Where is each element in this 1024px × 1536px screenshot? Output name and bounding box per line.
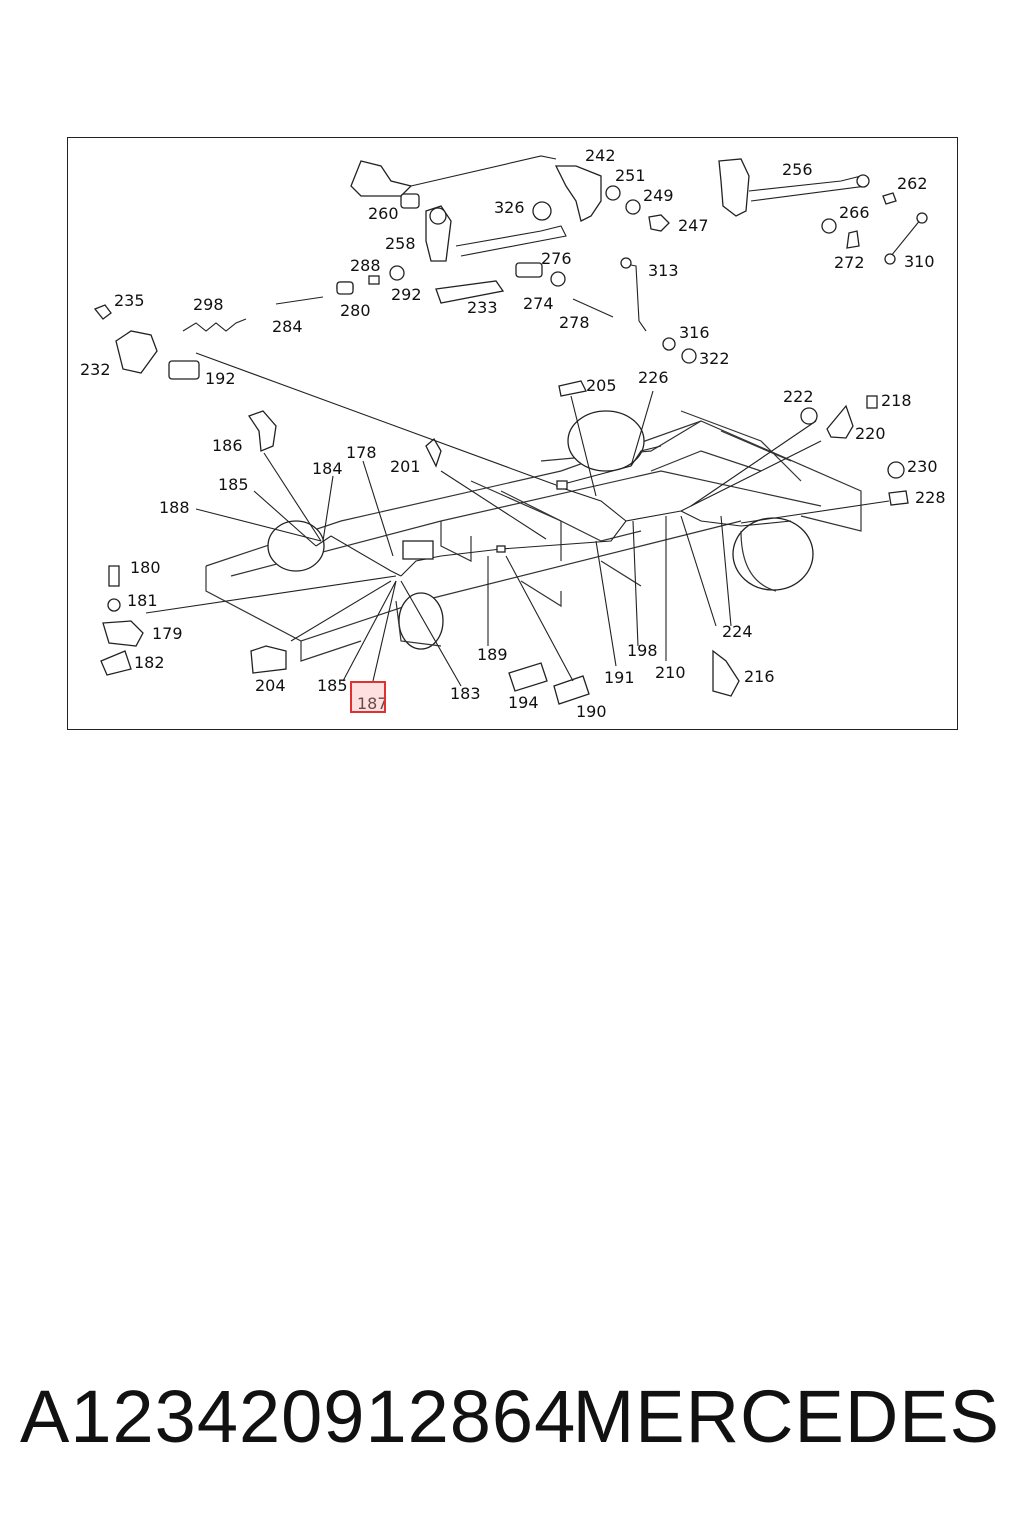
leader-lines [145,352,890,687]
callout-labels: 242 251 249 256 262 260 326 247 266 258 … [80,146,946,721]
callout-230: 230 [907,457,938,476]
callout-274: 274 [523,294,554,313]
callout-258: 258 [385,234,416,253]
part-number-text: A123420912864 [20,1375,577,1458]
callout-280: 280 [340,301,371,320]
callout-235: 235 [114,291,145,310]
callout-184: 184 [312,459,343,478]
callout-262: 262 [897,174,928,193]
linkage-parts-drawing [93,155,928,705]
callout-205: 205 [586,376,617,395]
callout-272: 272 [834,253,865,272]
callout-226: 226 [638,368,669,387]
callout-260: 260 [368,204,399,223]
callout-298: 298 [193,295,224,314]
callout-186: 186 [212,436,243,455]
callout-256: 256 [782,160,813,179]
callout-266: 266 [839,203,870,222]
brake-lines-drawing [315,440,822,577]
callout-222: 222 [783,387,814,406]
callout-194: 194 [508,693,539,712]
callout-198: 198 [627,641,658,660]
callout-292: 292 [391,285,422,304]
callout-326: 326 [494,198,525,217]
callout-224: 224 [722,622,753,641]
callout-181: 181 [127,591,158,610]
callout-242: 242 [585,146,616,165]
callout-310: 310 [904,252,935,271]
callout-190: 190 [576,702,607,721]
callout-251: 251 [615,166,646,185]
callout-204: 204 [255,676,286,695]
callout-180: 180 [130,558,161,577]
parts-diagram-frame: 242 251 249 256 262 260 326 247 266 258 … [67,137,958,730]
callout-249: 249 [643,186,674,205]
callout-191: 191 [604,668,635,687]
callout-210: 210 [655,663,686,682]
highlighted-part-marker [350,681,386,713]
callout-192: 192 [205,369,236,388]
callout-187: 187 [357,694,388,713]
callout-216: 216 [744,667,775,686]
callout-316: 316 [679,323,710,342]
callout-247: 247 [678,216,709,235]
callout-178: 178 [346,443,377,462]
callout-189: 189 [477,645,508,664]
callout-228: 228 [915,488,946,507]
callout-185b: 185 [317,676,348,695]
callout-179: 179 [152,624,183,643]
callout-185a: 185 [218,475,249,494]
callout-284: 284 [272,317,303,336]
callout-313: 313 [648,261,679,280]
callout-182: 182 [134,653,165,672]
callout-188: 188 [159,498,190,517]
callout-232: 232 [80,360,111,379]
callout-288: 288 [350,256,381,275]
callout-276: 276 [541,249,572,268]
callout-183: 183 [450,684,481,703]
brand-text: MERCEDES [572,1375,1000,1458]
callout-278: 278 [559,313,590,332]
callout-218: 218 [881,391,912,410]
callout-322: 322 [699,349,730,368]
parts-diagram: 242 251 249 256 262 260 326 247 266 258 … [80,146,946,721]
callout-233: 233 [467,298,498,317]
callout-220: 220 [855,424,886,443]
callout-201: 201 [390,457,421,476]
